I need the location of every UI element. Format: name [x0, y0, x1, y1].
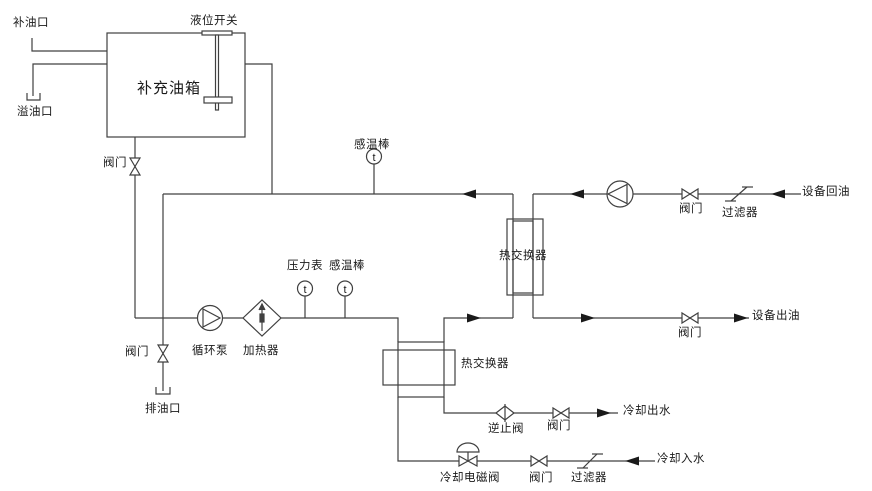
- tank-valve-label: 阀门: [103, 157, 127, 169]
- cool-out-valve-icon: [552, 406, 570, 420]
- drain-port-label: 排油口: [145, 403, 181, 415]
- cool-in-valve-icon: [530, 454, 548, 468]
- tank-valve-icon: [128, 157, 142, 176]
- hx-out-line: [443, 317, 513, 342]
- drain-valve-label: 阀门: [125, 346, 149, 358]
- pressure-gauge-label: 压力表: [287, 260, 323, 272]
- oil-fill-pipe: [31, 38, 107, 52]
- pressure-gauge-glyph: t: [303, 284, 306, 296]
- circulation-pump-icon: [196, 304, 224, 332]
- temp-sensor-top-glyph: t: [372, 152, 375, 164]
- cooling-solenoid-valve-icon: [456, 442, 480, 468]
- tank-right-outlet-pipe: [245, 63, 273, 194]
- check-valve-label: 逆止阀: [488, 423, 524, 435]
- return-filter-label: 过滤器: [722, 207, 758, 219]
- return-valve-icon: [681, 187, 699, 201]
- return-pump-icon: [606, 180, 634, 208]
- return-filter-icon: [725, 186, 753, 202]
- heater-icon: [242, 299, 282, 337]
- equipment-out-label: 设备出油: [752, 310, 800, 322]
- cool-in-filter-label: 过滤器: [571, 472, 607, 484]
- temp-sensor-main-label: 感温棒: [329, 260, 365, 272]
- out-valve-label: 阀门: [678, 327, 702, 339]
- pressure-gauge-icon: [296, 280, 314, 318]
- hx-horizontal-icon: [382, 341, 456, 398]
- drain-port-icon: [155, 387, 171, 395]
- drain-valve-icon: [156, 344, 170, 363]
- overflow-pipe: [32, 63, 107, 96]
- level-switch-icon: [201, 30, 233, 111]
- cool-in-pipe: [397, 397, 655, 462]
- cool-out-pipe: [443, 397, 618, 414]
- cool-in-filter-icon: [577, 453, 603, 469]
- overflow-port-icon: [26, 93, 41, 101]
- oil-fill-port-label: 补油口: [13, 17, 49, 29]
- hx-vertical-icon: [506, 218, 544, 296]
- cooling-out-label: 冷却出水: [623, 405, 671, 417]
- hx-vertical-label: 热交换器: [499, 250, 547, 262]
- tank-label: 补充油箱: [137, 80, 202, 97]
- return-valve-label: 阀门: [679, 203, 703, 215]
- circulation-pump-label: 循环泵: [192, 345, 228, 357]
- makeup-tank: [106, 32, 246, 138]
- level-switch-label: 液位开关: [190, 15, 238, 27]
- cooling-in-label: 冷却入水: [657, 453, 705, 465]
- heater-label: 加热器: [243, 345, 279, 357]
- overflow-port-label: 溢油口: [17, 106, 53, 118]
- flow-arrows: [462, 189, 785, 466]
- equipment-return-label: 设备回油: [802, 186, 850, 198]
- temp-sensor-top-label: 感温棒: [354, 139, 390, 151]
- temp-sensor-top-icon: [365, 148, 383, 194]
- temp-sensor-main-icon: [336, 280, 354, 318]
- check-valve-icon: [495, 404, 515, 422]
- cooling-solenoid-valve-label: 冷却电磁阀: [440, 472, 500, 484]
- hx-horizontal-label: 热交换器: [461, 358, 509, 370]
- out-valve-icon: [681, 311, 699, 325]
- cool-out-valve-label: 阀门: [547, 420, 571, 432]
- temp-sensor-main-glyph: t: [343, 284, 346, 296]
- cool-in-valve-label: 阀门: [529, 472, 553, 484]
